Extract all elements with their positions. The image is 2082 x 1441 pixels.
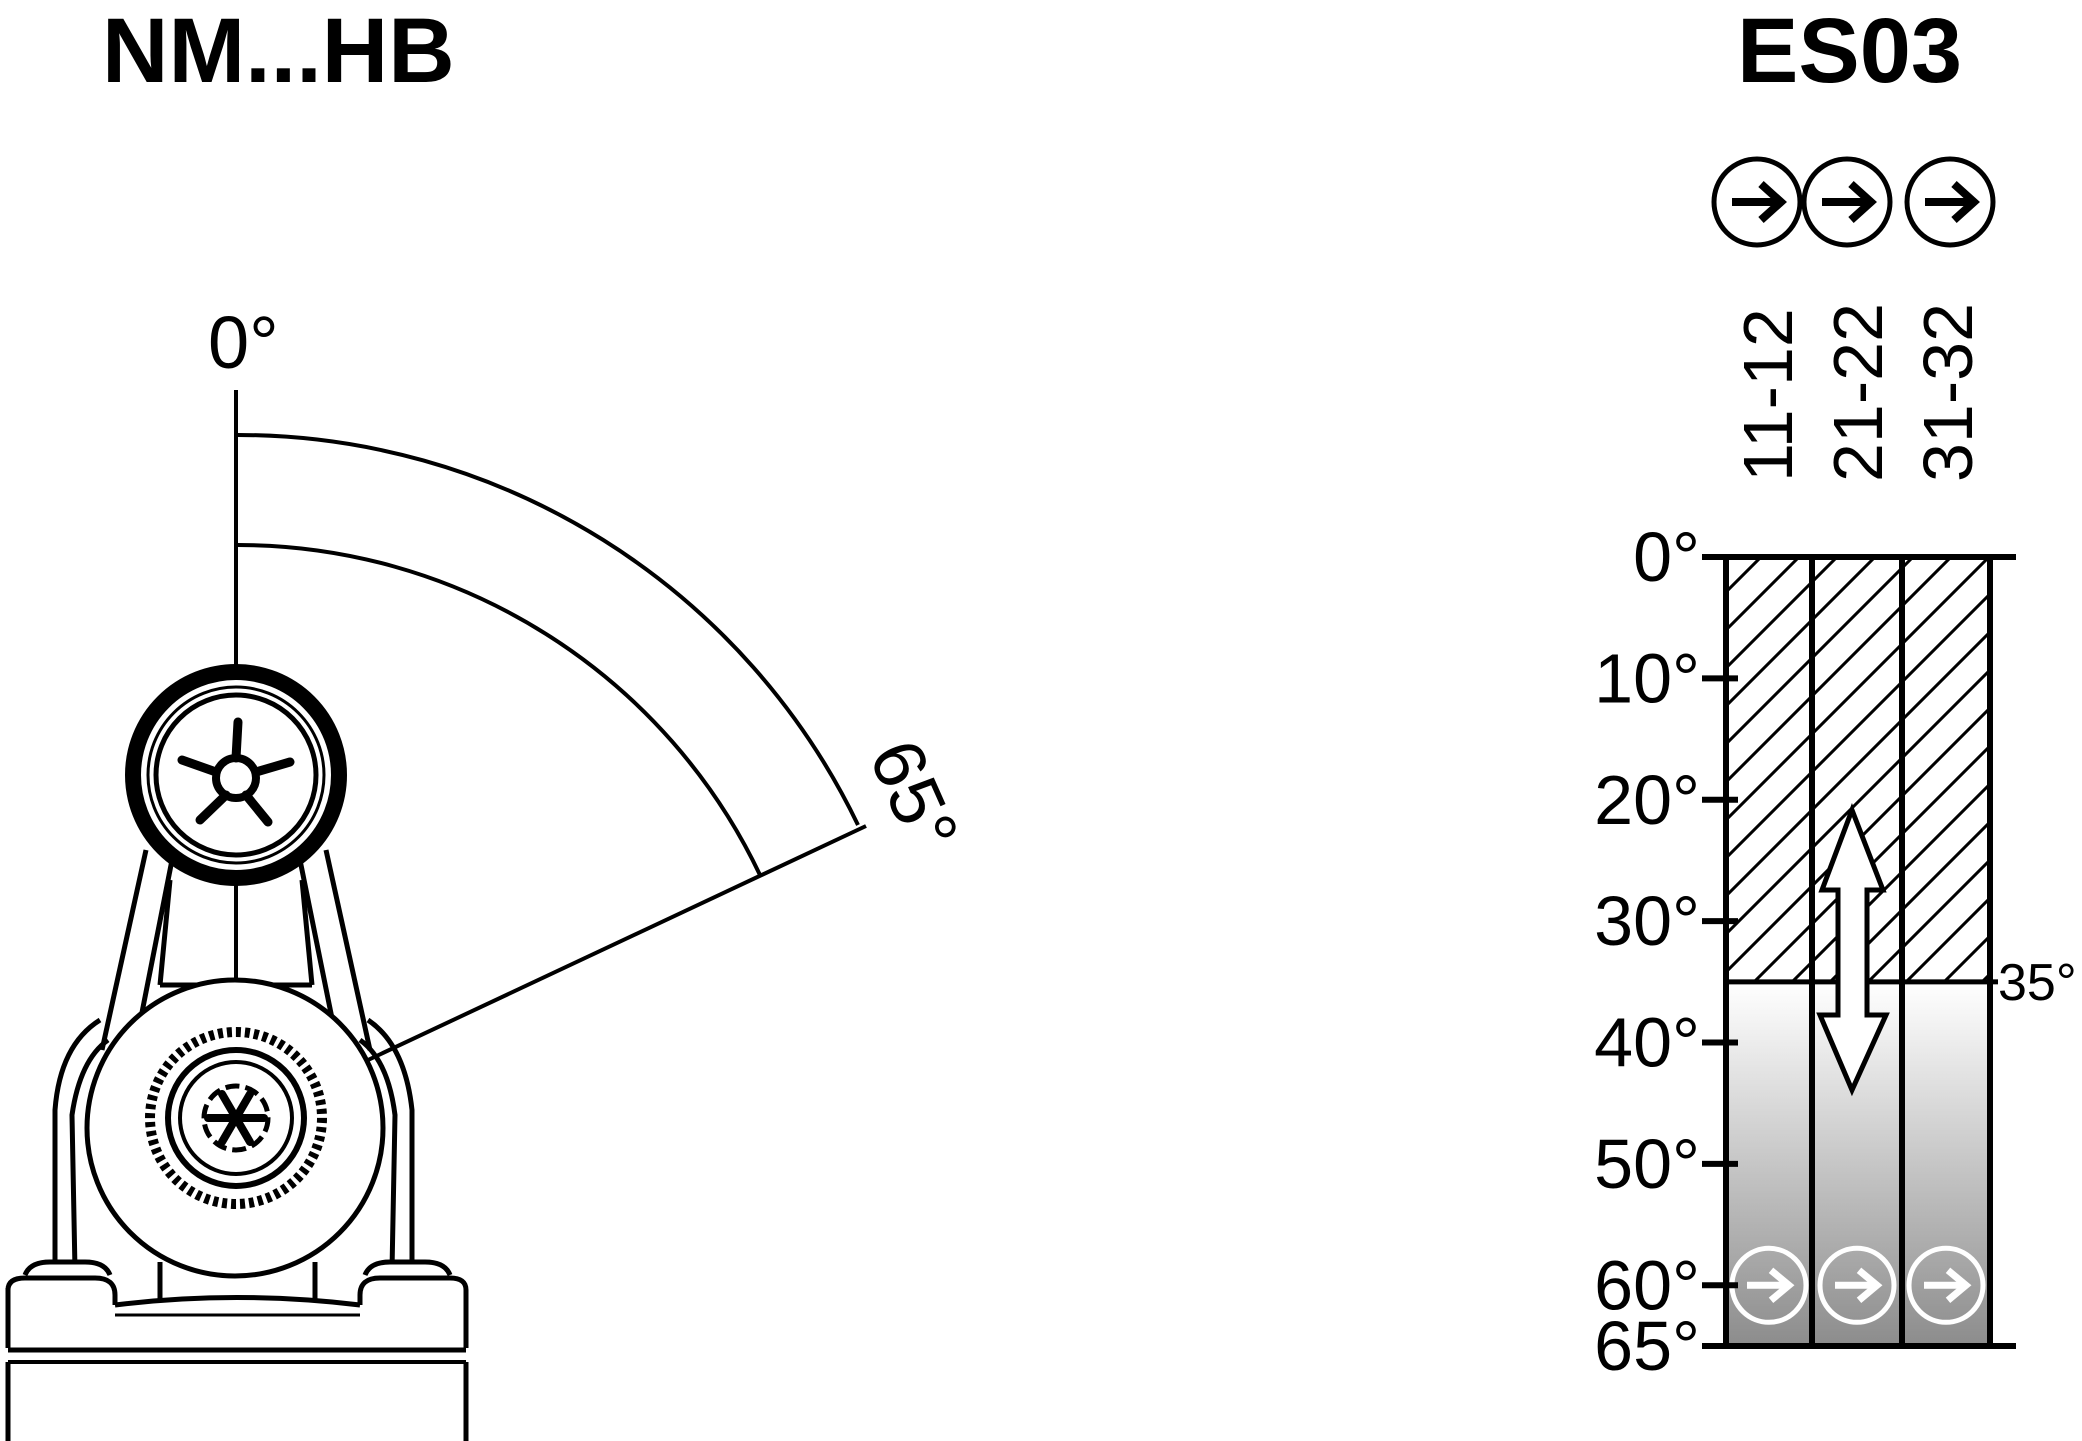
base-plate: [5, 1259, 469, 1441]
closed-zone-fill: [1726, 981, 1812, 1346]
contact-label-1: 11-12: [1729, 308, 1807, 482]
lever-arms: [99, 849, 373, 1051]
angle-scale: 0° 10° 20° 30° 40° 50° 60°65°: [1594, 518, 1738, 1385]
actuator-title: NM...HB: [102, 0, 455, 102]
scale-tick-label: 60°: [1594, 1246, 1700, 1324]
arrow-right-circle-icon: [1904, 156, 1996, 248]
roller-wheel: [125, 664, 347, 886]
arrow-right-circle-icon: [1801, 156, 1893, 248]
open-zone-hatch: [1726, 557, 1812, 982]
spline-hub: [145, 1027, 327, 1209]
scale-tick-label: 30°: [1594, 882, 1700, 960]
contact-icon-row: [1711, 156, 1996, 248]
contact-label-3: 31-32: [1909, 303, 1987, 482]
arrow-right-circle-icon: [1817, 1245, 1897, 1325]
open-zone-hatch: [1902, 557, 1990, 982]
contact-bar-3: [1902, 557, 1990, 1346]
outer-angle-arc: [235, 432, 860, 826]
scale-tick-label: 50°: [1594, 1125, 1700, 1203]
scale-tick-label: 40°: [1594, 1004, 1700, 1082]
angle-start-label: 0°: [208, 301, 279, 384]
contact-bar-1: [1726, 557, 1812, 1346]
switch-title: ES03: [1737, 0, 1962, 102]
switch-point-label: 35°: [1998, 954, 2077, 1012]
inner-angle-arc: [235, 542, 762, 876]
travel-double-arrow: [1816, 802, 1890, 1097]
scale-tick-label: 20°: [1594, 761, 1700, 839]
scale-tick-label: 10°: [1594, 639, 1700, 717]
scale-tick-label: 65°: [1594, 1307, 1700, 1385]
actuator-drawing: NM...HB 0° 65°: [5, 0, 975, 1441]
arrow-right-circle-icon: [1906, 1245, 1986, 1325]
switching-diagram: ES03 11-12 21-22 31-32 0° 10°: [1594, 0, 2077, 1385]
scale-tick-label: 0°: [1633, 518, 1700, 596]
arrow-right-circle-icon: [1711, 156, 1803, 248]
contact-label-2: 21-22: [1819, 303, 1897, 482]
closed-zone-fill: [1902, 981, 1990, 1346]
angle-end-label: 65°: [853, 728, 974, 864]
